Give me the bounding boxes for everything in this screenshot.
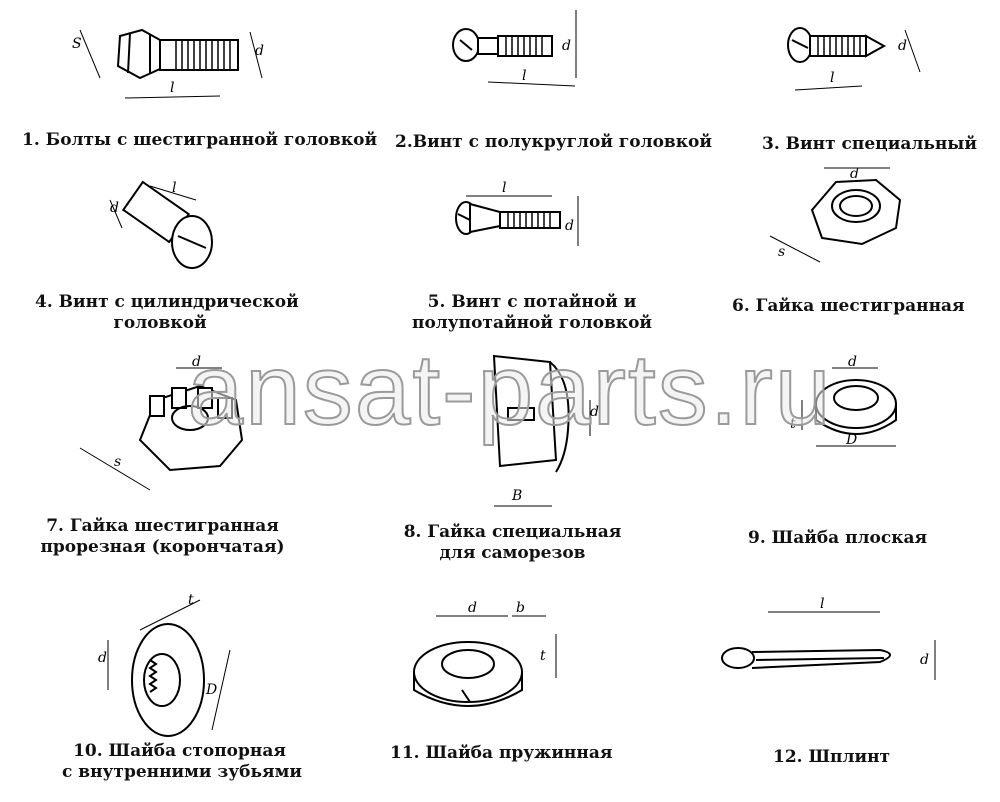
caption-10: 10. Шайба стопорная с внутренними зубьям… xyxy=(62,741,302,783)
dim-b: B xyxy=(511,488,522,504)
dim-d: d xyxy=(565,218,574,234)
caption-4: 4. Винт с цилиндрической головкой xyxy=(35,292,299,334)
hex-nut-drawing xyxy=(769,167,902,263)
caption-1: 1. Болты с шестигранной головкой xyxy=(22,130,377,151)
spring-washer-drawing xyxy=(413,615,557,707)
dim-l: l xyxy=(830,70,834,86)
dim-d: d xyxy=(110,200,119,216)
dim-b: b xyxy=(516,600,525,616)
dim-l: l xyxy=(522,68,526,84)
dim-s: S xyxy=(72,36,82,52)
caption-4-line-2: головкой xyxy=(113,313,207,333)
caption-7-line-2: прорезная (корончатая) xyxy=(40,537,285,557)
dim-l: l xyxy=(172,180,176,196)
special-screw-drawing xyxy=(787,27,921,91)
flat-washer-drawing xyxy=(801,367,897,447)
caption-7-line-1: 7. Гайка шестигранная xyxy=(46,516,279,536)
dim-t: t xyxy=(540,648,546,664)
dim-d: d xyxy=(850,166,859,182)
dim-d-outer: D xyxy=(845,432,857,448)
caption-8-line-1: 8. Гайка специальная xyxy=(403,522,622,542)
castle-nut-drawing xyxy=(79,367,244,491)
cotter-pin-drawing xyxy=(721,611,936,680)
hex-bolt-drawing xyxy=(79,28,263,99)
caption-6-line: 6. Гайка шестигранная xyxy=(732,296,965,316)
caption-10-line-2: с внутренними зубьями xyxy=(62,762,302,782)
dim-t: t xyxy=(188,592,194,608)
dim-d: d xyxy=(98,650,107,666)
watermark: ansat-parts.ru xyxy=(187,334,833,446)
caption-3: 3. Винт специальный xyxy=(762,134,977,155)
caption-5-line-2: полупотайной головкой xyxy=(412,313,653,333)
dim-t: t xyxy=(790,416,796,432)
round-head-screw-drawing xyxy=(452,10,577,87)
caption-12: 12. Шплинт xyxy=(773,747,890,768)
dim-d: d xyxy=(468,600,477,616)
dim-d: d xyxy=(192,354,201,370)
caption-12-line: 12. Шплинт xyxy=(773,747,891,767)
caption-8: 8. Гайка специальная для саморезов xyxy=(400,522,625,564)
caption-11: 11. Шайба пружинная xyxy=(390,743,612,764)
caption-2: 2.Винт с полукруглой головкой xyxy=(395,132,712,153)
dim-s: s xyxy=(778,244,785,260)
caption-9-line: 9. Шайба плоская xyxy=(748,528,928,548)
dim-d: d xyxy=(898,38,907,54)
dim-l: l xyxy=(820,596,824,612)
caption-10-line-1: 10. Шайба стопорная xyxy=(73,741,286,761)
caption-5-line-1: 5. Винт с потайной и xyxy=(427,292,637,312)
caption-6: 6. Гайка шестигранная xyxy=(732,296,965,317)
dim-d: d xyxy=(920,652,929,668)
caption-4-line-1: 4. Винт с цилиндрической xyxy=(35,292,299,312)
dim-d: d xyxy=(848,354,857,370)
clip-nut-drawing xyxy=(492,354,591,507)
dim-s: s xyxy=(114,454,121,470)
cylinder-head-screw-drawing xyxy=(109,180,213,269)
dim-l: l xyxy=(170,80,174,96)
dim-d-outer: D xyxy=(205,682,217,698)
caption-7: 7. Гайка шестигранная прорезная (коронча… xyxy=(40,516,285,558)
dim-d: d xyxy=(255,43,264,59)
caption-1-line: 1. Болты с шестигранной головкой xyxy=(22,130,378,150)
toothed-washer-drawing xyxy=(107,599,231,737)
caption-9: 9. Шайба плоская xyxy=(748,528,927,549)
caption-11-line: 11. Шайба пружинная xyxy=(390,743,613,763)
caption-3-line: 3. Винт специальный xyxy=(762,134,977,154)
caption-5: 5. Винт с потайной и полупотайной головк… xyxy=(412,292,652,334)
countersunk-screw-drawing xyxy=(455,195,579,246)
dim-d: d xyxy=(590,404,599,420)
caption-8-line-2: для саморезов xyxy=(439,543,586,563)
dim-l: l xyxy=(502,180,506,196)
dim-d: d xyxy=(562,38,571,54)
caption-2-line: 2.Винт с полукруглой головкой xyxy=(395,132,712,152)
